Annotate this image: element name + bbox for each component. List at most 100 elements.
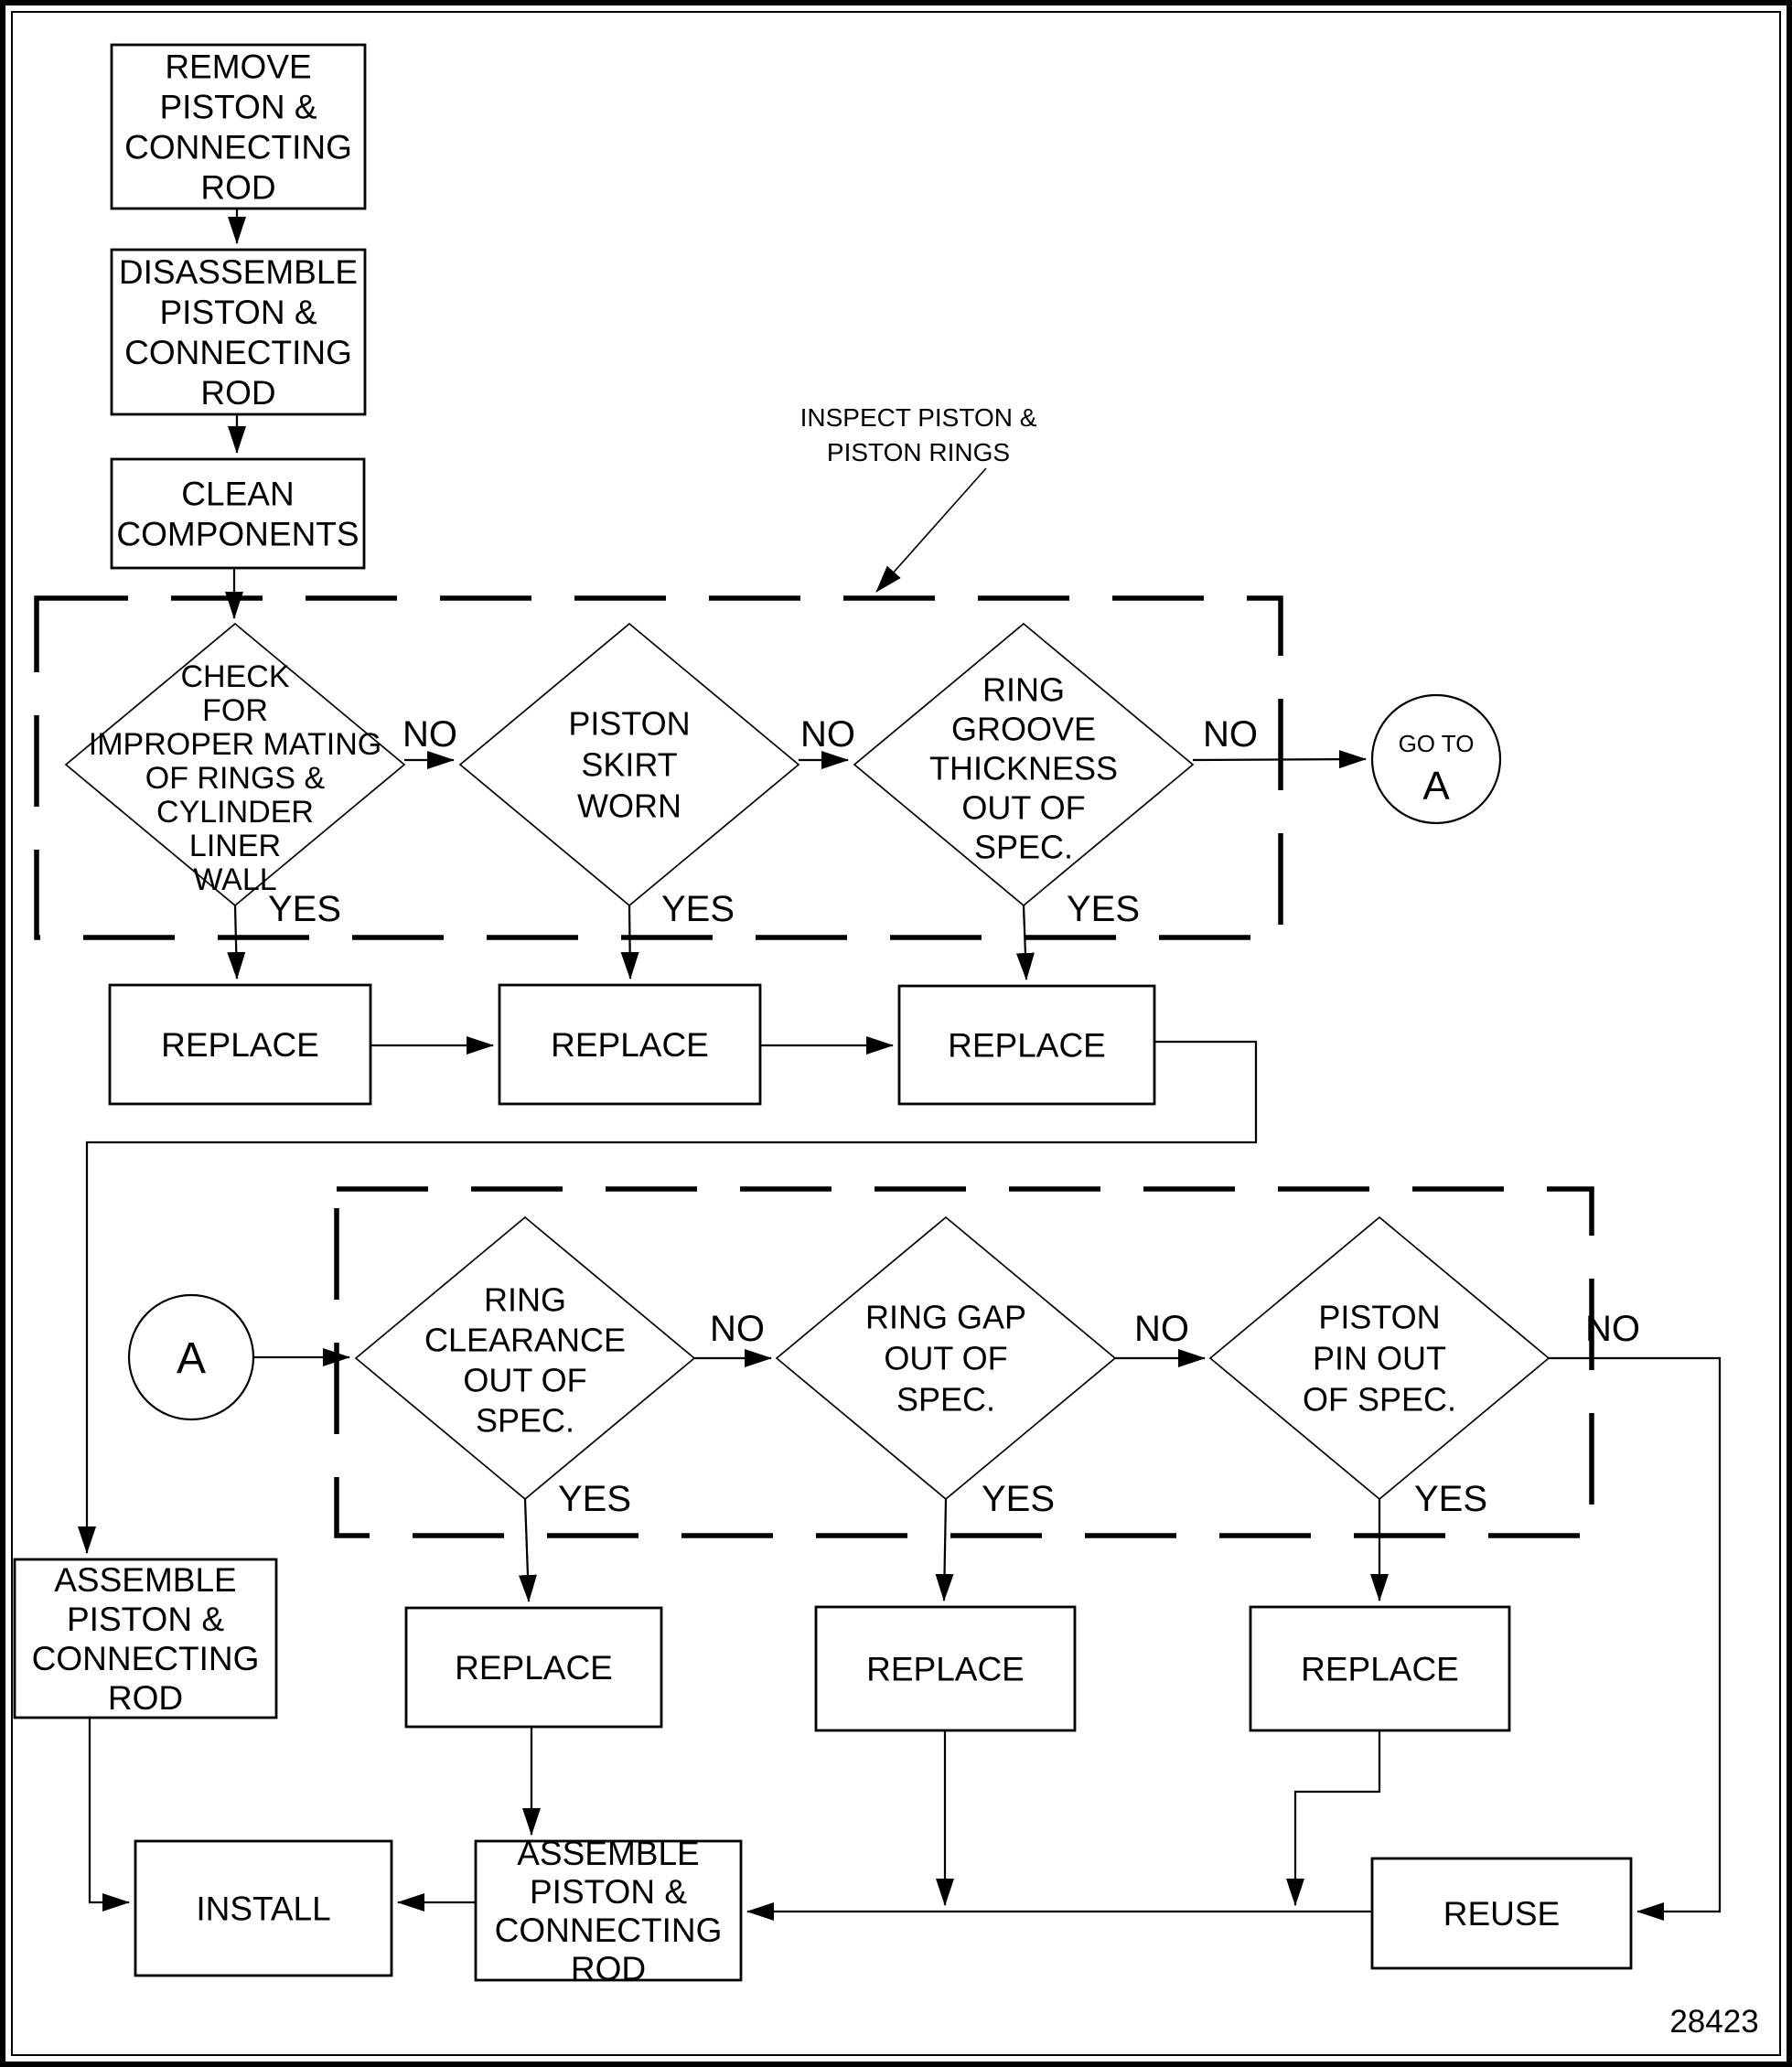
process-shape-replace-ring-groove (897, 984, 1156, 1106)
node-text-clean-components-line1: COMPONENTS (116, 515, 359, 552)
node-text-decision-improper-mating-line5: LINER (189, 829, 281, 863)
decision-shape-decision-piston-pin (1208, 1216, 1551, 1501)
node-text-install-line0: INSTALL (196, 1890, 330, 1927)
node-goto-a-connector: GO TO A (1370, 693, 1502, 825)
node-text-decision-ring-clearance-line2: OUT OF (463, 1362, 586, 1399)
node-install: INSTALL (134, 1839, 393, 1977)
branch-label-yes-3: YES (1067, 889, 1140, 929)
node-replace-ring-groove: REPLACE (897, 984, 1156, 1106)
circle-shape-a-connector (127, 1293, 255, 1421)
node-text-decision-improper-mating-line4: CYLINDER (156, 795, 314, 830)
node-text-disassemble-piston-connecting-rod-line1: PISTON & (159, 294, 317, 331)
node-text-decision-piston-pin-line0: PISTON (1318, 1299, 1440, 1336)
node-text-replace-ring-clearance-line0: REPLACE (455, 1649, 613, 1687)
process-shape-reuse (1370, 1857, 1633, 1970)
node-text-assemble-piston-connecting-rod-bottom-line1: PISTON & (530, 1873, 687, 1911)
node-text-decision-improper-mating-line6: WALL (193, 862, 276, 897)
process-shape-replace-piston-pin (1249, 1605, 1511, 1732)
node-text-decision-ring-clearance-line0: RING (484, 1281, 566, 1319)
decision-shape-decision-ring-groove-thickness (853, 622, 1195, 907)
node-replace-ring-clearance: REPLACE (404, 1606, 663, 1729)
annotation-leader-arrow (875, 467, 987, 593)
node-text-decision-piston-pin-line2: OF SPEC. (1303, 1381, 1456, 1419)
node-text-decision-improper-mating-line3: OF RINGS & (145, 761, 326, 796)
node-replace-piston-skirt: REPLACE (498, 983, 762, 1106)
node-text-decision-ring-groove-thickness-line2: THICKNESS (929, 750, 1118, 787)
edge-ring-groove-no-goto-a (1192, 750, 1367, 769)
annotation-text-line1: PISTON RINGS (827, 438, 1010, 466)
node-text-goto-a-connector-line0: GO TO (1399, 730, 1475, 757)
process-shape-remove-piston-connecting-rod (110, 43, 367, 210)
decision-shape-decision-ring-clearance (354, 1216, 696, 1501)
node-text-remove-piston-connecting-rod-line0: REMOVE (165, 48, 311, 85)
node-text-decision-ring-gap-line1: OUT OF (884, 1340, 1007, 1377)
process-shape-install (134, 1839, 393, 1977)
node-text-decision-improper-mating-line2: IMPROPER MATING (89, 727, 382, 762)
node-text-decision-ring-groove-thickness-line3: OUT OF (961, 789, 1085, 827)
node-text-decision-ring-gap-line2: SPEC. (896, 1381, 995, 1419)
node-text-a-connector-line0: A (177, 1334, 206, 1383)
process-shape-disassemble-piston-connecting-rod (110, 248, 367, 416)
figure-number: 28423 (1669, 2004, 1758, 2040)
edge-piston-pin-no-to-reuse (1549, 1356, 1722, 1921)
node-text-disassemble-piston-connecting-rod-line2: CONNECTING (124, 334, 352, 371)
annotation-layer: INSPECT PISTON &PISTON RINGS (800, 403, 1037, 593)
node-a-connector: A (127, 1293, 255, 1421)
branch-label-no-6: NO (1585, 1309, 1640, 1349)
node-text-goto-a-connector-line1: A (1422, 764, 1450, 809)
node-text-assemble-piston-connecting-rod-left-line0: ASSEMBLE (54, 1561, 236, 1599)
node-replace-piston-pin: REPLACE (1249, 1605, 1511, 1732)
node-text-decision-ring-gap-line0: RING GAP (865, 1299, 1026, 1336)
edge-skirt-worn-yes (620, 905, 639, 980)
process-shape-replace-ring-gap (814, 1605, 1077, 1732)
page-border-inner (11, 11, 1781, 2056)
edge-ring-clearance-yes (518, 1498, 537, 1602)
process-shape-assemble-piston-connecting-rod-left (13, 1558, 278, 1719)
process-shape-replace-piston-skirt (498, 983, 762, 1106)
node-text-decision-ring-clearance-line3: SPEC. (476, 1402, 574, 1440)
branch-label-no-5: NO (1134, 1309, 1189, 1349)
node-text-disassemble-piston-connecting-rod-line3: ROD (200, 374, 275, 412)
node-text-decision-ring-groove-thickness-line0: RING (982, 671, 1065, 709)
edge-ring-groove-yes (1015, 905, 1035, 980)
node-text-remove-piston-connecting-rod-line2: CONNECTING (124, 128, 352, 166)
edge-replace6-down-to-merge (1286, 1730, 1381, 1906)
branch-label-no-3: NO (1203, 714, 1258, 755)
node-text-decision-improper-mating-line0: CHECK (180, 659, 289, 694)
node-text-decision-ring-groove-thickness-line4: SPEC. (974, 829, 1073, 866)
branch-label-yes-2: YES (661, 889, 735, 929)
branch-label-no-1: NO (402, 714, 457, 755)
node-text-remove-piston-connecting-rod-line1: PISTON & (159, 88, 317, 125)
process-shape-assemble-piston-connecting-rod-bottom (474, 1839, 743, 1982)
node-text-replace-ring-groove-line0: REPLACE (948, 1026, 1106, 1064)
node-text-replace-ring-gap-line0: REPLACE (866, 1650, 1025, 1687)
edge-replace3-to-assemble-left (78, 1040, 1258, 1554)
node-text-decision-piston-skirt-worn-line1: SKIRT (581, 746, 677, 784)
branch-label-yes-6: YES (1414, 1479, 1487, 1519)
node-replace-rings-liner: REPLACE (108, 983, 372, 1106)
branch-label-yes-1: YES (268, 889, 341, 929)
decision-shape-decision-piston-skirt-worn (458, 622, 800, 907)
process-shape-replace-ring-clearance (404, 1606, 663, 1729)
node-text-assemble-piston-connecting-rod-bottom-line2: CONNECTING (495, 1912, 723, 1949)
circle-shape-goto-a-connector (1370, 693, 1502, 825)
edge-layer (78, 209, 1722, 1921)
node-replace-ring-gap: REPLACE (814, 1605, 1077, 1732)
branch-label-yes-4: YES (558, 1479, 631, 1519)
node-text-decision-piston-skirt-worn-line2: WORN (577, 787, 681, 825)
edge-assemble-left-to-install (88, 1718, 130, 1912)
node-text-decision-ring-clearance-line1: CLEARANCE (424, 1322, 626, 1359)
node-text-decision-ring-groove-thickness-line1: GROOVE (951, 711, 1096, 748)
